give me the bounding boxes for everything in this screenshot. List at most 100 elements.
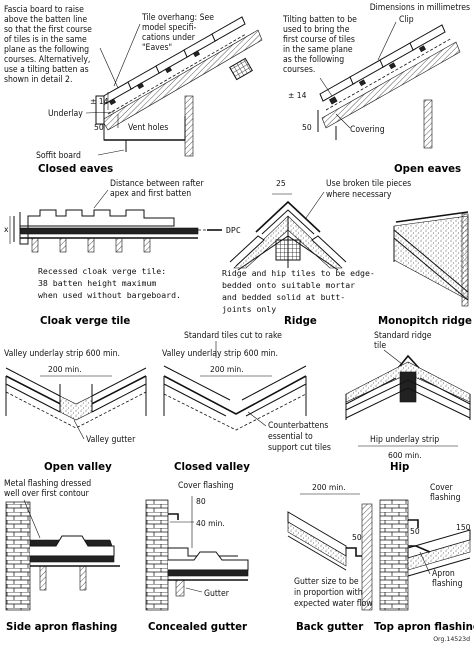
overhang-leader <box>113 23 141 87</box>
tile-profile <box>19 209 175 245</box>
tile-courses <box>319 24 446 102</box>
ridge-cap <box>395 211 469 223</box>
back-gutter-section <box>287 503 373 611</box>
hip-board <box>399 371 417 403</box>
cut-tiles-label: Standard tiles cut to rake <box>184 331 282 341</box>
monopitch-ridge-detail: Monopitch ridge <box>378 211 472 327</box>
cloak-verge-section <box>13 209 222 253</box>
side-apron-note: Metal flashing dressed well over first c… <box>4 479 94 499</box>
concealed-dim-40: 40 min. <box>196 519 225 528</box>
hip-strip-label: Hip underlay strip <box>370 435 439 445</box>
battens <box>108 50 201 106</box>
top-apron-title: Top apron flashing <box>374 622 474 633</box>
ridge-detail: 25 Use broken tile pieces where necessar… <box>222 179 414 327</box>
wall-plate <box>184 95 194 157</box>
standard-ridge-tile-label: Standard ridge tile <box>374 331 434 351</box>
open-valley-detail: Valley underlay strip 600 min. 200 min. … <box>4 349 147 473</box>
top-apron-dim-50: 50 <box>410 527 420 536</box>
broken-tile-note: Use broken tile pieces where necessary <box>326 179 414 200</box>
hip-dim-600: 600 min. <box>388 451 422 460</box>
concealed-gutter-title: Concealed gutter <box>148 622 247 633</box>
cloak-verge-note: Recessed cloak verge tile: 38 batten hei… <box>38 266 181 300</box>
slope-fill <box>393 215 469 301</box>
hip-title: Hip <box>390 462 409 473</box>
cover-flashing <box>408 519 419 528</box>
back-gutter-detail: 200 min. 50 Gutter size to be in proport… <box>287 483 373 633</box>
back-gutter <box>346 547 362 557</box>
top-apron-detail: Cover flashing 50 150 Apron flashing Top… <box>374 483 474 633</box>
counterbattens-note: Counterbattens essential to support cut … <box>268 421 331 453</box>
masonry-wall <box>5 501 31 611</box>
closed-eaves-roof <box>95 16 263 157</box>
valley-gutter-label: Valley gutter <box>86 435 136 445</box>
ridge-bedding-note: Ridge and hip tiles to be edge- bedded o… <box>222 268 380 314</box>
vent-grille <box>229 57 253 81</box>
soffit-board-label: Soffit board <box>36 151 81 161</box>
ridge-tile <box>255 200 321 233</box>
closed-eaves-title: Closed eaves <box>38 164 113 175</box>
tile-contour <box>30 535 115 557</box>
open-valley-dim-200: 200 min. <box>48 365 82 374</box>
hip-detail: Standard ridge tile Hip underlay strip 6… <box>345 331 471 473</box>
open-valley-strip-label: Valley underlay strip 600 min. <box>4 349 120 359</box>
open-eaves-note: Tilting batten to be used to bring the f… <box>282 15 359 75</box>
dpc-label: DPC <box>226 225 241 235</box>
gutter-channel <box>175 579 185 597</box>
fascia-board <box>95 95 105 125</box>
clip-label: Clip <box>399 15 414 25</box>
note-leader <box>99 47 119 89</box>
rafter <box>101 29 263 131</box>
rafter-apex-note: Distance between rafter apex and first b… <box>110 179 206 199</box>
gutter-label: Gutter <box>204 589 230 599</box>
closed-valley-strip-label: Valley underlay strip 600 min. <box>162 349 278 359</box>
open-eaves-detail: Tilting batten to be used to bring the f… <box>282 15 461 175</box>
closed-eaves-detail: ± 14 50 Fascia board to raise above the … <box>4 5 263 175</box>
closed-valley-dim-200: 200 min. <box>210 365 244 374</box>
open-eaves-roof <box>317 24 461 149</box>
cover-flashing-label: Cover flashing <box>178 481 234 491</box>
dim-x-label: x <box>4 225 9 234</box>
top-apron-dim-150: 150 <box>456 523 471 532</box>
apron-flashing <box>408 545 431 553</box>
underlay-label: Underlay <box>48 109 83 119</box>
batten-row <box>19 227 199 235</box>
units-note: Dimensions in millimetres <box>370 3 470 13</box>
concealed-dim-80: 80 <box>196 497 206 506</box>
ridge-dim-25: 25 <box>276 179 286 188</box>
cloak-verge-title: Cloak verge tile <box>40 316 130 327</box>
valley-line <box>163 375 307 415</box>
gutter-size-note: Gutter size to be in proportion with exp… <box>294 577 373 609</box>
rafter <box>321 41 461 129</box>
covering-label: Covering <box>350 125 385 135</box>
underlay-line <box>107 33 247 115</box>
closed-valley-title: Closed valley <box>174 462 250 473</box>
open-eaves-dim-50: 50 <box>302 123 312 132</box>
wall-plate <box>423 99 433 149</box>
top-cover-flashing-label: Cover flashing <box>430 483 461 503</box>
chimney-wall <box>361 503 373 611</box>
drawing-reference: Org.14523d <box>433 636 470 643</box>
side-apron-title: Side apron flashing <box>6 622 117 633</box>
vent-holes-label: Vent holes <box>128 123 168 133</box>
back-gutter-title: Back gutter <box>296 622 363 633</box>
open-eaves-tolerance: ± 14 <box>288 91 307 100</box>
ridge-title: Ridge <box>284 316 317 327</box>
side-apron-detail: Metal flashing dressed well over first c… <box>4 479 120 633</box>
masonry-wall <box>145 499 169 611</box>
open-valley-title: Open valley <box>44 462 112 473</box>
closed-valley-plan <box>163 365 307 431</box>
monopitch-title: Monopitch ridge <box>378 316 472 327</box>
masonry-wall <box>379 499 409 611</box>
back-gutter-dim-200: 200 min. <box>312 483 346 492</box>
cloak-verge-detail: Distance between rafter apex and first b… <box>4 179 241 327</box>
open-valley-plan <box>5 367 147 429</box>
closed-valley-detail: Standard tiles cut to rake Valley underl… <box>162 331 331 473</box>
battens <box>328 45 427 105</box>
tile-courses <box>99 16 246 106</box>
closed-eaves-note: Fascia board to raise above the batten l… <box>4 5 94 85</box>
cover-flashing <box>168 513 179 520</box>
apron-flashing-label: Apron flashing <box>432 569 463 589</box>
closed-eaves-tolerance: ± 14 <box>90 97 109 106</box>
